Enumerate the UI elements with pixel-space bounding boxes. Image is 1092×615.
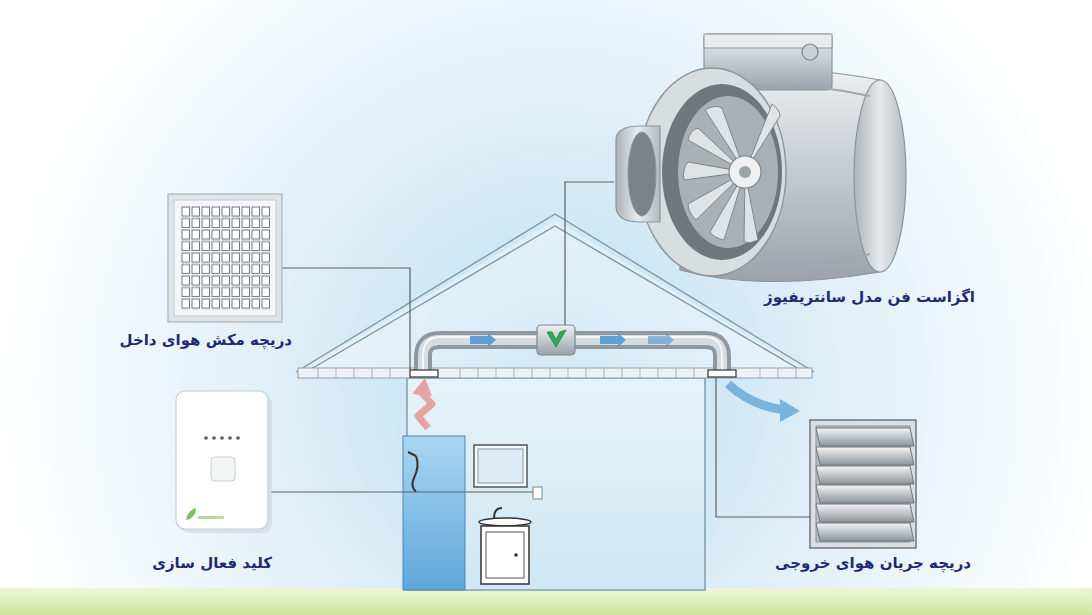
airflow-arrows-part bbox=[418, 392, 432, 428]
exhaust-duct-part bbox=[470, 333, 496, 347]
exhaust-duct-part bbox=[410, 370, 438, 377]
exhaust-duct-part bbox=[537, 325, 575, 355]
bathroom-fixtures-part bbox=[514, 553, 518, 557]
exhaust-duct-part bbox=[600, 333, 626, 347]
callout-label: کلید فعال سازی bbox=[152, 553, 272, 573]
outlet-louver-illustration bbox=[810, 420, 916, 548]
airflow-arrows-part bbox=[728, 384, 784, 410]
centrifugal-fan-illustration-part bbox=[802, 44, 818, 60]
centrifugal-fan-illustration bbox=[616, 34, 906, 282]
activation-switch-illustration-part bbox=[228, 436, 232, 440]
outlet-louver-illustration-part bbox=[816, 523, 914, 541]
activation-switch-illustration-part bbox=[186, 508, 196, 520]
activation-switch-illustration bbox=[176, 391, 272, 533]
exhaust-duct-part bbox=[648, 333, 674, 347]
house-section-part bbox=[318, 368, 796, 378]
callout-label: دریچه مکش هوای داخل bbox=[120, 330, 293, 350]
centrifugal-fan-illustration-part bbox=[616, 126, 660, 222]
outlet-louver-illustration-part bbox=[816, 428, 914, 446]
intake-grille-illustration-part bbox=[174, 200, 276, 316]
bathroom-fixtures-part bbox=[478, 449, 523, 483]
exhaust-duct-part bbox=[547, 330, 566, 347]
centrifugal-fan-illustration-part bbox=[729, 156, 761, 188]
outlet-louver-illustration-part bbox=[816, 447, 914, 465]
intake-grille-illustration bbox=[168, 194, 282, 322]
activation-switch-illustration-part bbox=[220, 436, 224, 440]
activation-switch-illustration-part bbox=[198, 516, 224, 519]
bathroom-fixtures-part bbox=[479, 518, 531, 526]
bathroom-fixtures-part bbox=[533, 487, 542, 499]
outlet-louver-illustration-part bbox=[810, 420, 916, 548]
activation-switch-illustration-part bbox=[176, 391, 268, 529]
bathroom-fixtures-part bbox=[408, 452, 418, 492]
activation-switch-illustration-part bbox=[204, 436, 208, 440]
airflow-arrows-part bbox=[780, 399, 800, 422]
outlet-louver-illustration-part bbox=[816, 466, 914, 484]
leader-lines-part bbox=[282, 268, 410, 370]
callout-label: اگزاست فن مدل سانتریفیوژ bbox=[764, 287, 975, 307]
centrifugal-fan-illustration-part bbox=[678, 96, 778, 248]
bathroom-fixtures-part bbox=[494, 508, 502, 518]
centrifugal-fan-illustration-part bbox=[662, 84, 782, 260]
callout-label: دریچه جریان هوای خروجی bbox=[775, 553, 971, 573]
leader-lines-part bbox=[565, 182, 614, 325]
bathroom-fixtures-part bbox=[474, 445, 527, 487]
centrifugal-fan-illustration-part bbox=[739, 166, 751, 178]
house-section-part bbox=[298, 368, 812, 378]
airflow-arrows-part bbox=[412, 378, 432, 396]
centrifugal-fan-illustration-part bbox=[628, 132, 656, 216]
exhaust-duct-part bbox=[708, 370, 736, 377]
intake-grille-illustration-part bbox=[181, 206, 271, 310]
bathroom-fixtures-part bbox=[481, 526, 529, 584]
intake-grille-illustration-part bbox=[168, 194, 282, 322]
exhaust-duct bbox=[410, 325, 736, 377]
activation-switch-illustration-part bbox=[211, 457, 235, 481]
outlet-louver-illustration-part bbox=[816, 485, 914, 503]
bathroom-fixtures-part bbox=[403, 436, 465, 590]
centrifugal-fan-illustration-part bbox=[684, 104, 781, 243]
activation-switch-illustration-part bbox=[212, 436, 216, 440]
leader-lines-part bbox=[271, 491, 533, 492]
bathroom-fixtures-part bbox=[486, 532, 524, 578]
leader-lines-part bbox=[716, 378, 810, 517]
airflow-arrows bbox=[412, 378, 800, 428]
background-part bbox=[0, 588, 1092, 615]
outlet-louver-illustration-part bbox=[816, 504, 914, 522]
centrifugal-fan-illustration-part bbox=[854, 80, 906, 272]
bathroom-fixtures bbox=[403, 436, 542, 590]
activation-switch-illustration-part bbox=[236, 436, 240, 440]
